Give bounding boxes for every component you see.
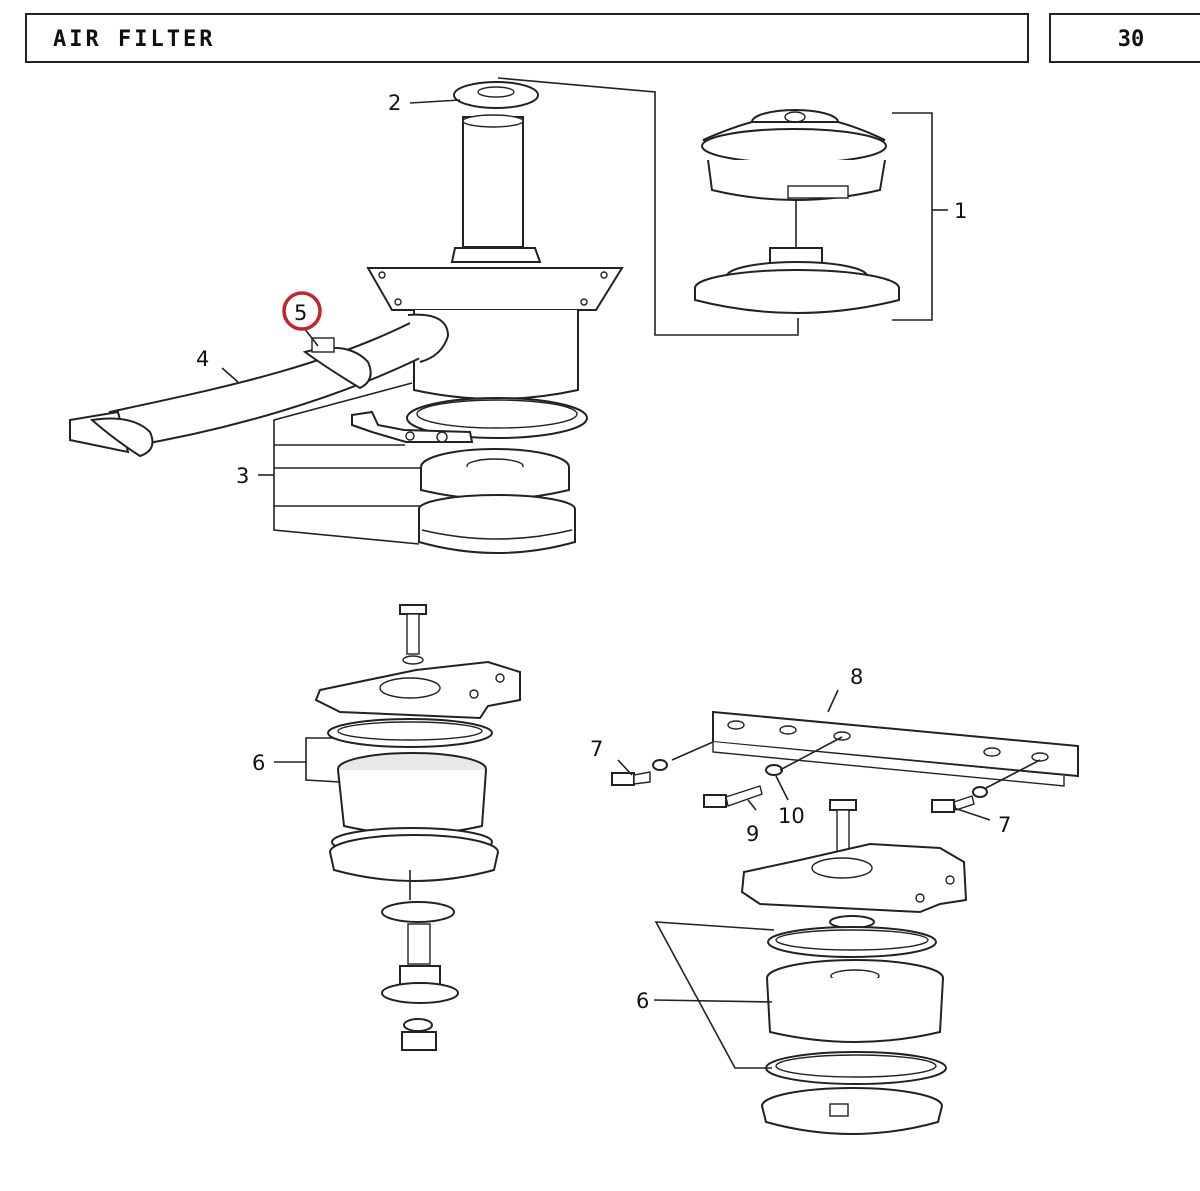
lower-right-bottom-seal <box>765 1051 947 1085</box>
lower-right-filter-head <box>740 842 968 914</box>
callout-6-right: 6 <box>636 989 649 1013</box>
lower-left-top-bolt <box>399 604 427 665</box>
page-number: 30 <box>1117 27 1145 52</box>
lower-right-top-seal <box>767 915 937 958</box>
callout-9: 9 <box>746 822 759 846</box>
part-9-bolt[interactable] <box>703 785 763 808</box>
callout-7-left: 7 <box>590 737 603 761</box>
lower-left-bowl <box>329 834 499 882</box>
title-box: AIR FILTER <box>25 13 1029 63</box>
housing-clamp-band <box>406 397 588 439</box>
callout-7-right: 7 <box>998 813 1011 837</box>
callout-2: 2 <box>388 91 401 115</box>
callout-5: 5 <box>294 301 307 325</box>
lower-right-filter-element <box>766 959 944 1043</box>
callout-8: 8 <box>850 665 863 689</box>
part-3-filter-element[interactable] <box>418 448 576 554</box>
callout-1: 1 <box>954 199 967 223</box>
leader-lines-upper <box>221 77 948 545</box>
callout-3: 3 <box>236 464 249 488</box>
part-7-bolt-right[interactable] <box>931 786 988 813</box>
lower-left-drain-parts <box>381 870 459 1051</box>
mounting-bracket-plate <box>366 267 624 311</box>
leader-lines-lower-right <box>617 689 1041 1069</box>
lower-right-top-bolt <box>829 799 857 857</box>
page-title: AIR FILTER <box>53 27 216 52</box>
callout-10: 10 <box>778 804 805 828</box>
part-1-precleaner[interactable] <box>694 109 900 314</box>
lower-right-bowl <box>761 1087 943 1135</box>
part-5-hose-clamp[interactable] <box>89 337 372 458</box>
part-8-mounting-bar[interactable] <box>712 710 1079 787</box>
callout-4: 4 <box>196 347 209 371</box>
lower-left-filter-head <box>314 660 521 720</box>
highlight-circle <box>282 291 322 331</box>
part-4-intake-hose[interactable] <box>69 313 450 454</box>
leader-lines-lower-left <box>274 737 341 783</box>
clamp-latch <box>351 410 474 443</box>
lower-left-seal-ring <box>327 718 493 748</box>
page-number-box: 30 <box>1049 13 1200 63</box>
part-7-bolt-left[interactable] <box>611 759 668 786</box>
part-2-cap-ring[interactable] <box>453 81 539 109</box>
part-10-washer[interactable] <box>765 764 783 776</box>
callout-6-left: 6 <box>252 751 265 775</box>
